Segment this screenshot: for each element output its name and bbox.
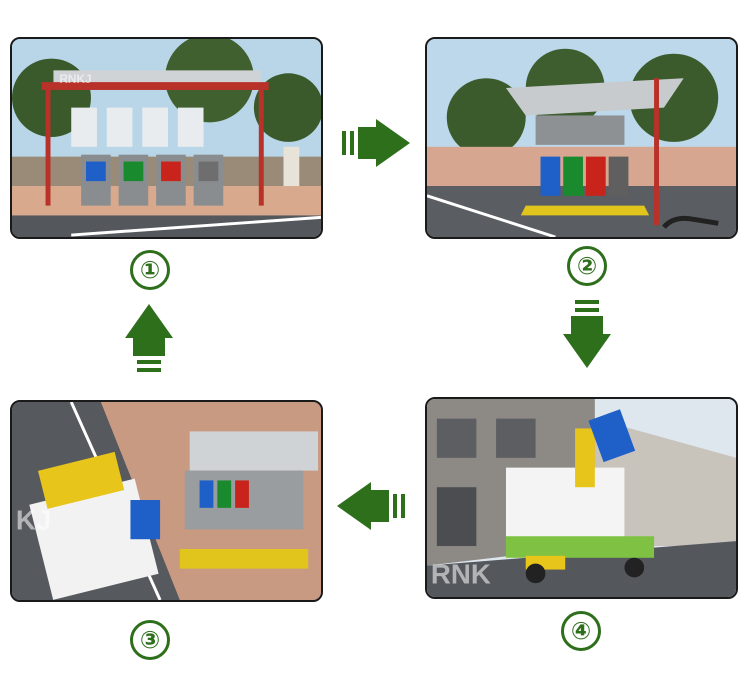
panel-2-bin-station-angle — [425, 37, 738, 239]
step-number-1: ① — [130, 250, 170, 290]
scene-bin-station-illustration: RNKJ — [12, 39, 321, 237]
step-number-4: ④ — [561, 611, 601, 651]
arrow-left-icon — [335, 480, 407, 532]
arrow-down-icon — [561, 298, 613, 370]
arrow-right-shape — [342, 119, 410, 167]
step-number-3: ③ — [130, 620, 170, 660]
arrow-right-icon — [340, 117, 412, 169]
arrow-left-shape — [337, 482, 405, 530]
watermark-label: RNKJ — [59, 72, 91, 86]
panel-3-truck-approach: KJ — [10, 400, 323, 602]
arrow-up-icon — [123, 302, 175, 374]
watermark-label: RNK — [431, 558, 491, 589]
arrow-up-shape — [125, 304, 173, 372]
scene-truck-approach-illustration: KJ — [12, 402, 321, 600]
scene-bin-station-angle-illustration — [427, 39, 736, 237]
watermark-label: KJ — [16, 505, 51, 536]
arrow-down-shape — [563, 300, 611, 368]
panel-4-truck-lifting-bin: RNK — [425, 397, 738, 599]
step-number-2: ② — [567, 246, 607, 286]
panel-1-bin-station: RNKJ — [10, 37, 323, 239]
scene-truck-lifting-bin-illustration: RNK — [427, 399, 736, 597]
